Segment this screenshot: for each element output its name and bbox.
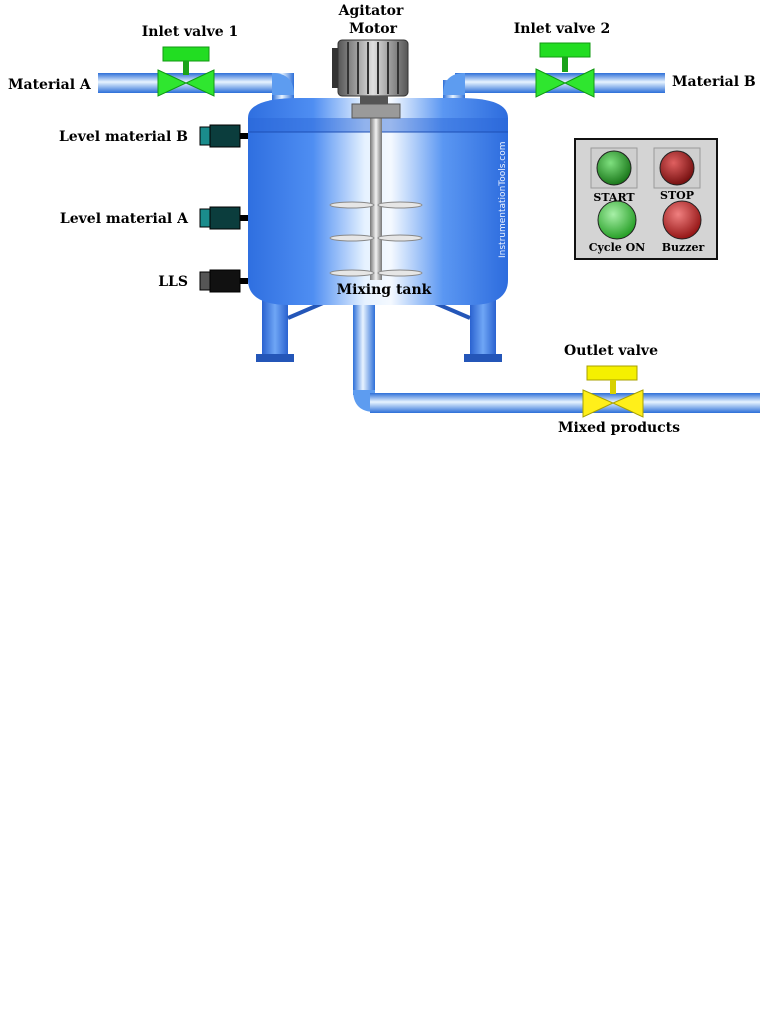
material-a-label: Material A <box>8 77 92 93</box>
mixed-products-label: Mixed products <box>558 420 680 436</box>
inlet-valve-1[interactable] <box>157 46 215 97</box>
level-material-a-label: Level material A <box>60 211 189 227</box>
motor-label: Motor <box>349 21 398 37</box>
outlet-valve[interactable] <box>582 365 644 418</box>
stop-label: STOP <box>660 189 694 202</box>
material-b-label: Material B <box>672 74 756 90</box>
stop-button[interactable] <box>659 150 695 186</box>
buzzer-label: Buzzer <box>662 241 705 254</box>
agitator-label: Agitator <box>338 3 404 19</box>
outlet-pipe <box>353 300 760 413</box>
agitator-blades <box>329 201 423 277</box>
lls-sensor <box>199 269 248 293</box>
cycle-on-indicator <box>597 200 637 240</box>
buzzer-indicator <box>662 200 702 240</box>
agitator-motor <box>332 39 409 104</box>
inlet-valve-1-label: Inlet valve 1 <box>142 24 238 40</box>
outlet-valve-label: Outlet valve <box>564 343 658 359</box>
start-label: START <box>593 191 635 204</box>
lls-label: LLS <box>158 274 188 290</box>
level-material-b-label: Level material B <box>59 129 188 145</box>
tank-legs <box>256 298 502 362</box>
inlet-valve-2-label: Inlet valve 2 <box>514 21 610 37</box>
watermark-text: InstrumentationTools.com <box>498 141 508 258</box>
start-button[interactable] <box>596 150 632 186</box>
mixing-tank-label: Mixing tank <box>337 282 432 298</box>
cycle-on-label: Cycle ON <box>589 241 646 254</box>
level-sensor-b <box>199 124 248 148</box>
level-sensor-a <box>199 206 248 230</box>
inlet-valve-2[interactable] <box>535 42 595 98</box>
